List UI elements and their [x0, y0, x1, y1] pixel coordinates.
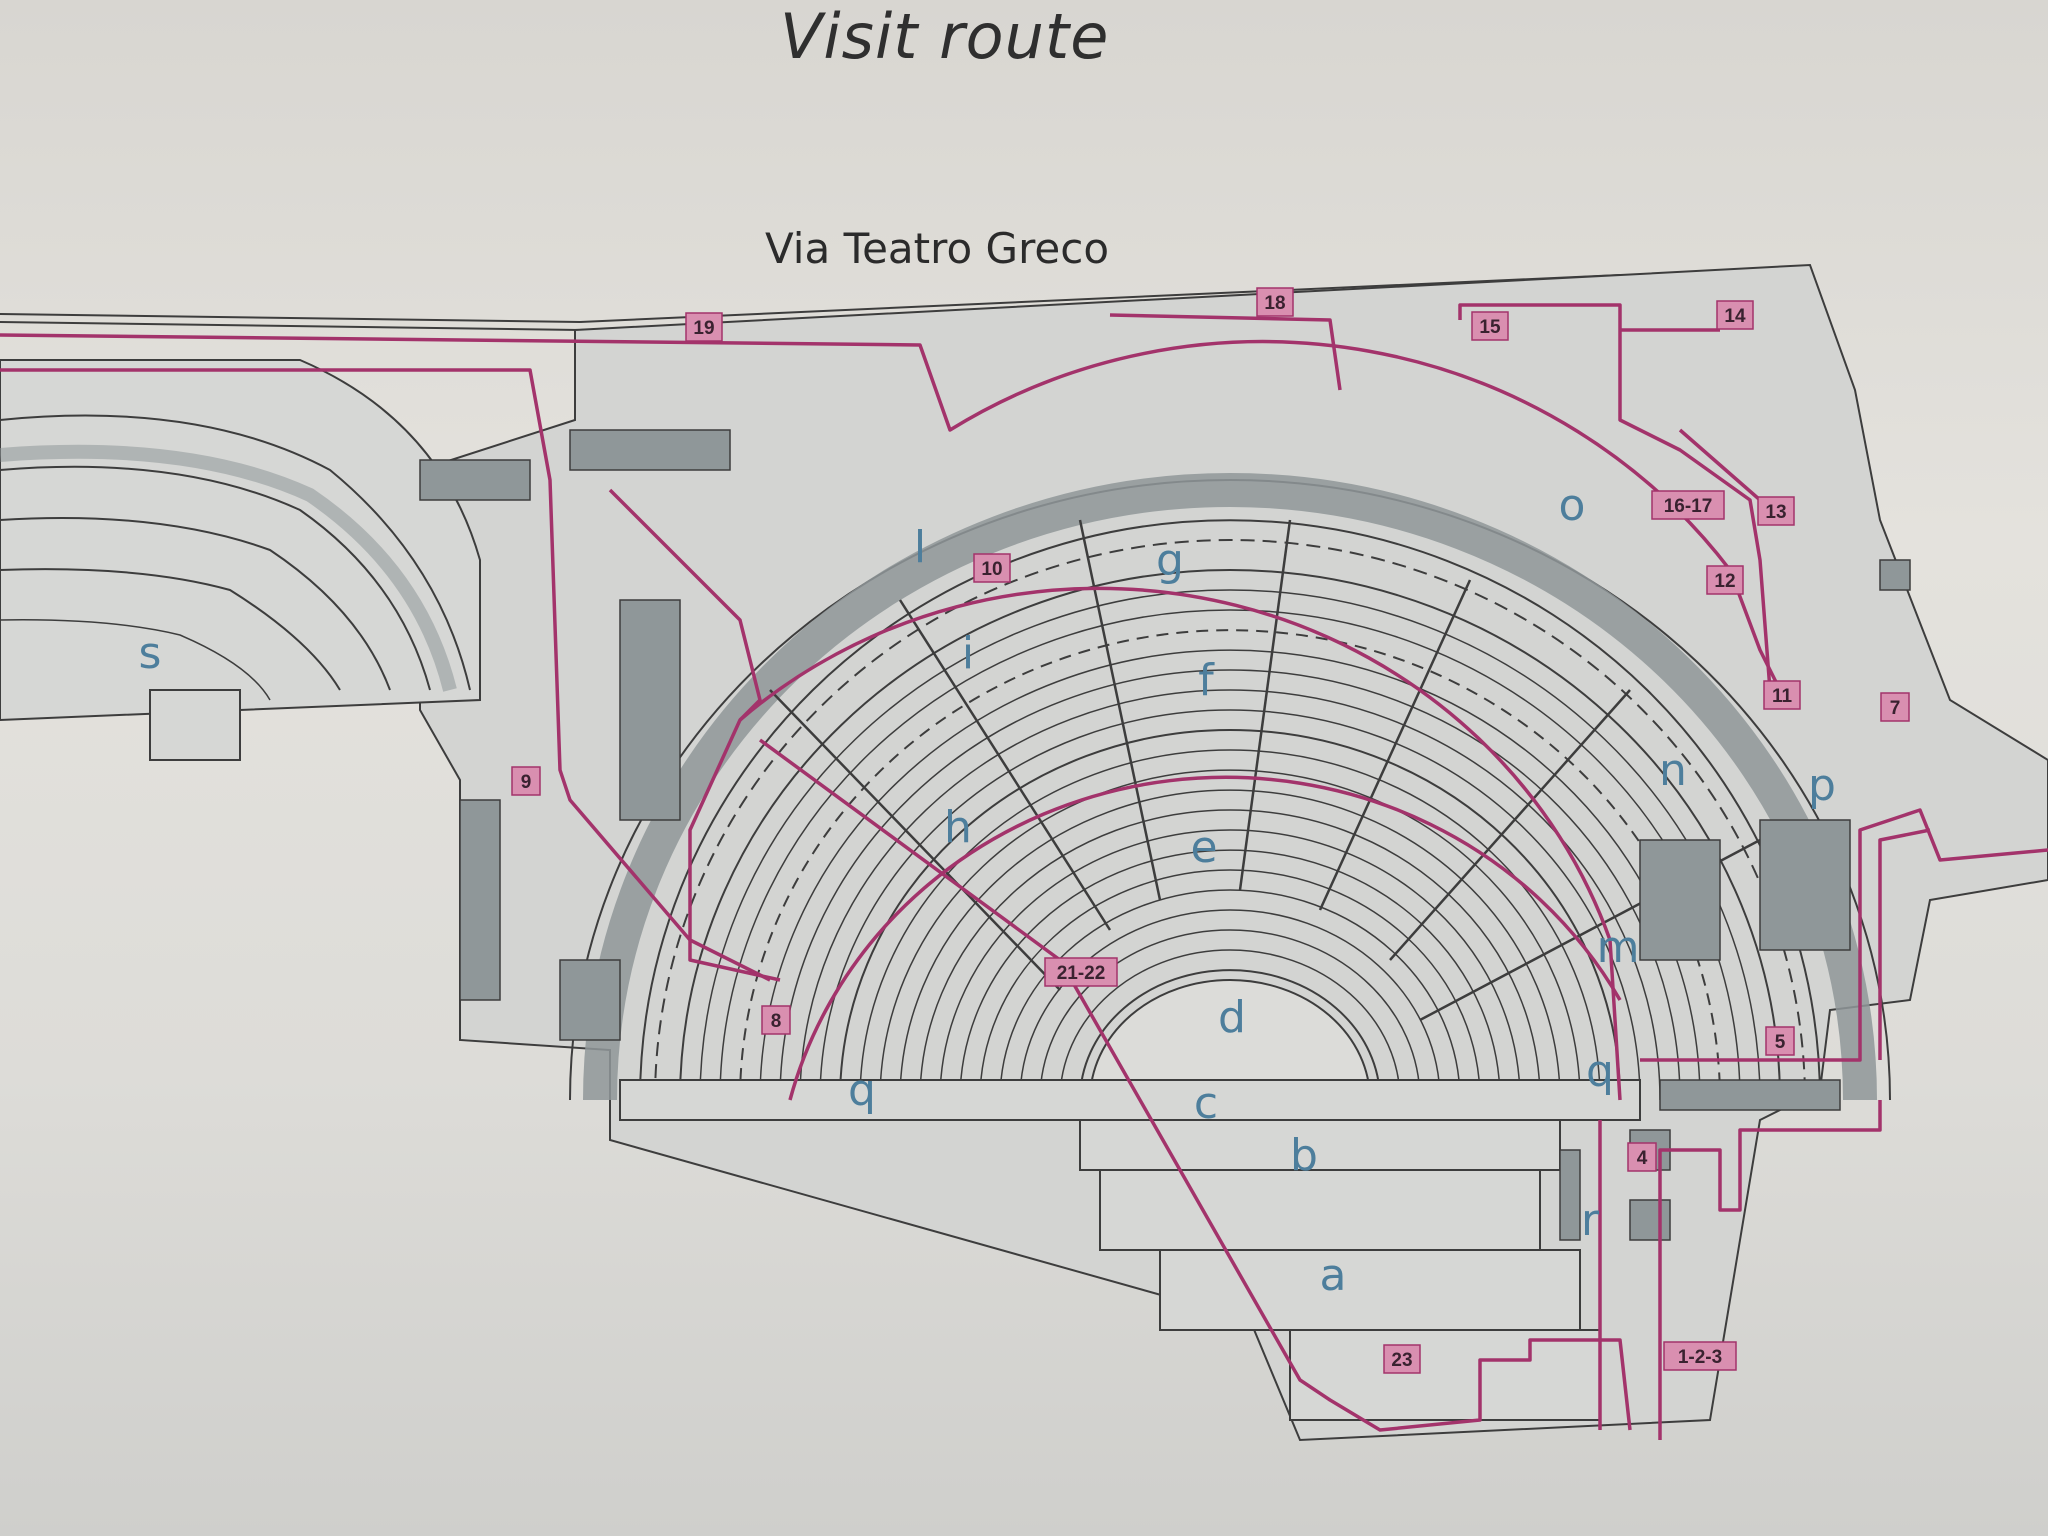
stop-marker-box [1627, 1142, 1657, 1172]
stop-marker-label: 18 [1264, 293, 1285, 314]
stop-marker: 13 [1757, 496, 1795, 526]
stop-marker-box [1044, 957, 1118, 987]
stop-marker-label: 4 [1637, 1148, 1648, 1169]
stop-marker: 7 [1880, 692, 1910, 722]
stop-marker-box [1765, 1026, 1795, 1056]
area-label: s [139, 628, 162, 679]
area-label: q [1586, 1046, 1614, 1097]
area-label: h [944, 802, 972, 853]
stop-marker-label: 23 [1391, 1350, 1412, 1371]
stop-marker-label: 12 [1714, 571, 1735, 592]
area-label: b [1290, 1130, 1318, 1181]
stop-marker-label: 15 [1479, 317, 1501, 338]
area-label: e [1190, 822, 1217, 873]
stop-marker: 16-17 [1651, 490, 1725, 520]
stop-marker: 10 [973, 553, 1011, 583]
stop-marker: 23 [1383, 1344, 1421, 1374]
area-label: c [1194, 1078, 1218, 1129]
stop-marker: 18 [1256, 287, 1294, 317]
stop-marker: 21-22 [1044, 957, 1118, 987]
area-label: r [1581, 1195, 1600, 1246]
stop-marker-label: 19 [693, 318, 714, 339]
stop-marker: 12 [1706, 565, 1744, 595]
stop-marker: 9 [511, 766, 541, 796]
stop-marker-box [511, 766, 541, 796]
stop-marker-label: 7 [1890, 698, 1901, 719]
stop-marker-label: 11 [1772, 686, 1793, 707]
stop-marker: 5 [1765, 1026, 1795, 1056]
stop-marker-label: 1-2-3 [1678, 1347, 1722, 1368]
area-label: m [1597, 922, 1640, 973]
stop-markers: 19 18 15 14 16-17 13 12 11 10 9 8 7 5 4 1-2-3 21-22 23 [511, 287, 1910, 1374]
map-title: Visit route [780, 0, 1110, 73]
stop-marker-box [1880, 692, 1910, 722]
stop-marker: 4 [1627, 1142, 1657, 1172]
stop-marker-box [1716, 300, 1754, 330]
stop-marker-label: 16-17 [1664, 496, 1713, 517]
stop-marker-box [1706, 565, 1744, 595]
stop-marker-box [1763, 680, 1801, 710]
area-label: a [1320, 1250, 1347, 1301]
scene-building [619, 1079, 1641, 1421]
area-label: l [914, 522, 926, 573]
stop-marker: 19 [685, 312, 723, 342]
area-label: i [962, 628, 974, 679]
stop-marker: 1-2-3 [1663, 1341, 1737, 1371]
stop-marker-label: 9 [521, 772, 532, 793]
stop-marker: 14 [1716, 300, 1754, 330]
area-label: n [1659, 745, 1687, 796]
area-label: f [1198, 655, 1215, 706]
street-label-via-teatro-greco: Via Teatro Greco [765, 224, 1110, 273]
stop-marker-box [973, 553, 1011, 583]
stop-marker-box [761, 1005, 791, 1035]
stop-marker-label: 8 [771, 1011, 782, 1032]
stop-marker-label: 10 [981, 559, 1002, 580]
stop-marker-label: 5 [1775, 1032, 1786, 1053]
area-label: o [1559, 480, 1586, 531]
stop-marker: 11 [1763, 680, 1801, 710]
area-label: g [1156, 535, 1184, 586]
stop-marker-label: 13 [1765, 502, 1786, 523]
stop-marker-box [1757, 496, 1795, 526]
area-label: d [1218, 992, 1246, 1043]
area-label: p [1808, 760, 1836, 811]
area-labels: s l g o i f h e n p m d q q c b r a [139, 480, 1836, 1301]
stop-marker-box [1471, 311, 1509, 341]
stop-marker: 8 [761, 1005, 791, 1035]
stop-marker-box [1256, 287, 1294, 317]
area-label: q [848, 1065, 876, 1116]
stop-marker-label: 14 [1724, 306, 1746, 327]
stop-marker-box [1663, 1341, 1737, 1371]
stop-marker-label: 21-22 [1057, 963, 1106, 984]
stop-marker-box [1651, 490, 1725, 520]
small-theatre-s [0, 359, 481, 761]
stop-marker-box [1383, 1344, 1421, 1374]
stop-marker-box [685, 312, 723, 342]
stop-marker: 15 [1471, 311, 1509, 341]
